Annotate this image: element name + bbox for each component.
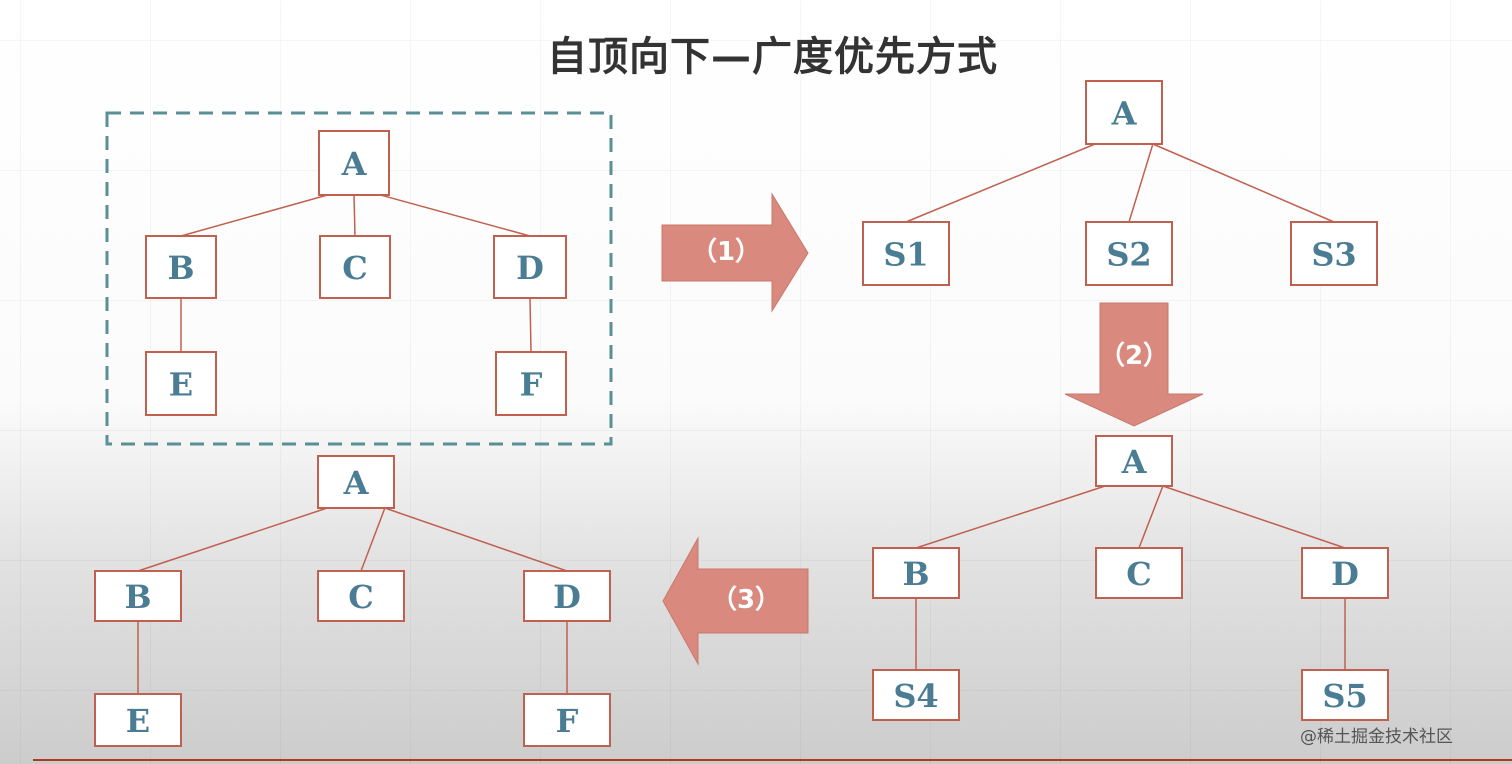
node-label: A — [1111, 95, 1138, 133]
node-a: A — [317, 455, 395, 509]
node-box — [872, 547, 960, 599]
node-box — [145, 351, 217, 416]
node-s3: S3 — [1290, 221, 1378, 286]
tree-step2: A B C D S4 S5 — [872, 435, 1389, 721]
node-box — [317, 570, 405, 622]
node-b: B — [94, 570, 182, 622]
tree-step1: A S1 S2 S3 — [862, 80, 1378, 286]
node-label: E — [169, 366, 193, 404]
node-label: D — [1331, 555, 1359, 593]
node-s1: S1 — [862, 221, 950, 286]
node-a: A — [1085, 80, 1163, 145]
tree-result: A B C D E F — [94, 455, 611, 747]
edge-a-c — [1138, 485, 1164, 549]
node-box — [318, 130, 390, 196]
selection-frame — [105, 111, 613, 446]
node-label: S1 — [883, 236, 928, 274]
edge-a-s1 — [905, 143, 1096, 223]
edge-a-d — [380, 194, 531, 237]
node-d: D — [1301, 547, 1389, 599]
node-box — [319, 235, 391, 299]
node-label: E — [126, 702, 150, 740]
node-box — [493, 235, 567, 299]
node-label: C — [348, 578, 373, 616]
node-f: F — [495, 351, 567, 416]
watermark-text: @稀土掘金技术社区 — [1300, 727, 1453, 747]
node-d: D — [523, 570, 611, 622]
edge-a-c — [353, 194, 356, 237]
node-label: B — [167, 249, 194, 287]
node-label: A — [1121, 443, 1148, 481]
edge-a-c — [360, 507, 386, 572]
node-label: S3 — [1311, 236, 1356, 274]
node-box — [1095, 547, 1183, 599]
node-c: C — [1095, 547, 1183, 599]
node-e: E — [145, 351, 217, 416]
node-c: C — [319, 235, 391, 299]
node-e: E — [94, 693, 182, 747]
node-box — [1290, 221, 1378, 286]
node-label: A — [341, 145, 368, 183]
edge-d-f — [529, 297, 532, 353]
arrow-step-2: （2） — [1064, 302, 1204, 427]
node-label: S4 — [893, 677, 938, 715]
page-title: 自顶向下—广度优先方式 — [547, 34, 998, 80]
edge-a-d — [1162, 485, 1346, 549]
node-b: B — [145, 235, 217, 299]
node-f: F — [523, 693, 611, 747]
node-s2: S2 — [1085, 221, 1173, 286]
node-a: A — [318, 130, 390, 196]
node-label: B — [124, 578, 151, 616]
node-box — [94, 693, 182, 747]
edge-a-b — [915, 485, 1106, 549]
node-label: D — [553, 578, 581, 616]
node-box — [317, 455, 395, 509]
node-label: F — [556, 702, 579, 740]
node-label: A — [343, 464, 370, 502]
node-c: C — [317, 570, 405, 622]
node-box — [523, 570, 611, 622]
node-label: S2 — [1106, 236, 1151, 274]
tree-original: A B C D E F — [145, 130, 567, 416]
node-box — [145, 235, 217, 299]
node-box — [1095, 435, 1173, 487]
node-label: B — [902, 555, 929, 593]
edge-a-s2 — [1128, 143, 1154, 223]
edge-a-d — [384, 507, 568, 572]
node-b: B — [872, 547, 960, 599]
node-box — [862, 221, 950, 286]
step-3-label: （3） — [711, 585, 781, 615]
step-2-label: （2） — [1099, 341, 1169, 371]
step-1-label: （1） — [691, 237, 761, 267]
node-box — [1301, 547, 1389, 599]
node-d: D — [493, 235, 567, 299]
node-label: D — [516, 249, 544, 287]
node-label: F — [520, 366, 543, 404]
node-label: C — [342, 249, 367, 287]
node-label: C — [1126, 555, 1151, 593]
arrow-step-1: （1） — [661, 192, 809, 313]
edge-a-b — [180, 194, 328, 237]
node-box — [1301, 669, 1389, 721]
node-box — [495, 351, 567, 416]
node-s5: S5 — [1301, 669, 1389, 721]
node-label: S5 — [1322, 677, 1367, 715]
node-box — [94, 570, 182, 622]
node-s4: S4 — [872, 669, 960, 721]
arrow-step-3: （3） — [662, 536, 809, 666]
edge-a-s3 — [1152, 143, 1335, 223]
node-box — [523, 693, 611, 747]
edge-a-b — [137, 507, 328, 572]
node-box — [1085, 80, 1163, 145]
node-a: A — [1095, 435, 1173, 487]
node-box — [1085, 221, 1173, 286]
node-box — [872, 669, 960, 721]
